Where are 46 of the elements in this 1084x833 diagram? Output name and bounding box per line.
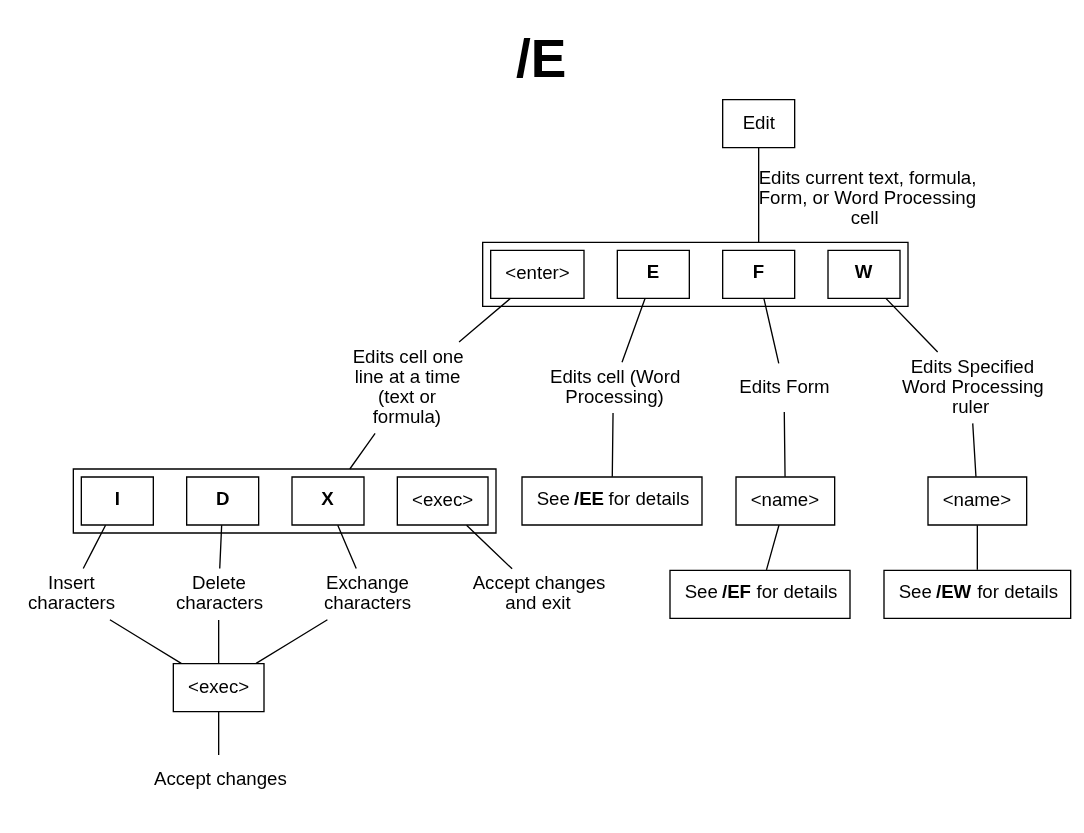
node-box: <exec> (172, 662, 265, 712)
node-box: <name> (735, 475, 836, 526)
connector (219, 524, 223, 569)
cluster (482, 241, 909, 307)
node-box: See /EF for details (669, 569, 851, 619)
node-text: Edits Form (739, 375, 830, 397)
connector (337, 524, 357, 569)
diagram-title: /E (516, 28, 567, 88)
connector (611, 411, 614, 477)
node-box: See /EW for details (883, 569, 1072, 619)
node-box: D (186, 475, 260, 526)
node-box: See /EE for details (521, 475, 703, 526)
connector (885, 297, 939, 353)
edge-label: Edits current text, formula, Form, or Word Processing cell (758, 166, 977, 228)
connector (972, 422, 977, 477)
node-text: Delete characters (176, 571, 264, 613)
node-text: Edits cell (Word Processing) (550, 365, 681, 407)
node-box: F (722, 249, 796, 299)
node-box: E (616, 249, 690, 299)
node-box: Edit (722, 98, 796, 148)
node-box: <exec> (396, 475, 489, 526)
node-text: Exchange characters (324, 571, 412, 613)
node-box: W (827, 249, 901, 299)
connector (218, 710, 220, 756)
connector (255, 618, 329, 664)
connector (783, 410, 786, 477)
node-text: Accept changes and exit (472, 571, 606, 613)
connector (349, 432, 376, 470)
node-box: <name> (927, 475, 1028, 526)
connector (458, 297, 511, 343)
node-box: <enter> (490, 249, 585, 299)
connector (763, 297, 780, 364)
node-box: X (291, 475, 365, 526)
connector (765, 524, 780, 570)
connector (82, 524, 107, 569)
node-text: Insert characters (28, 571, 116, 613)
node-text: Edits Specified Word Processing ruler (902, 355, 1044, 417)
connector (218, 618, 220, 664)
connector (758, 146, 760, 243)
connector (465, 524, 513, 569)
node-text: Accept changes (154, 767, 287, 789)
connector (109, 618, 182, 664)
node-box: I (80, 475, 154, 526)
node-text: Edits cell one line at a time (text or formula) (352, 345, 464, 427)
cluster (72, 467, 497, 534)
connector (976, 524, 978, 570)
